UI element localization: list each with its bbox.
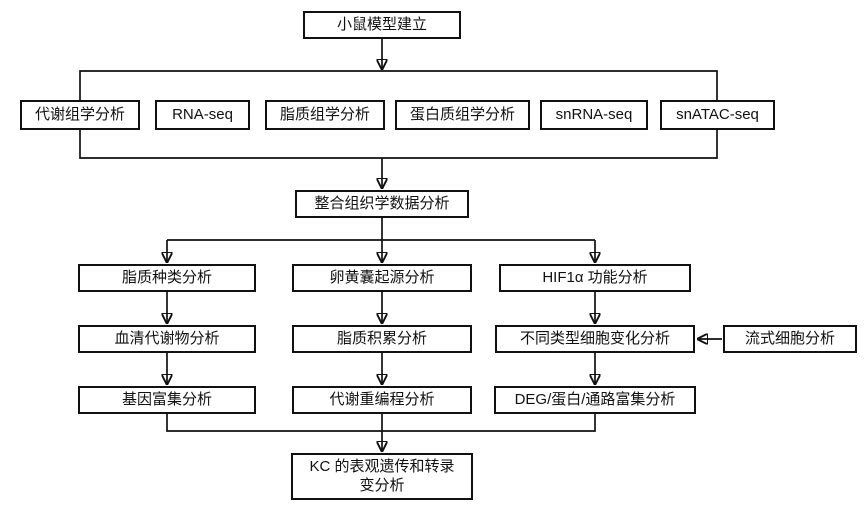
node-gene-enrichment: 基因富集分析 xyxy=(78,386,256,414)
node-mouse-model: 小鼠模型建立 xyxy=(303,11,461,39)
node-metabolomics: 代谢组学分析 xyxy=(20,100,140,130)
node-proteomics: 蛋白质组学分析 xyxy=(395,100,530,130)
node-flow-cytometry: 流式细胞分析 xyxy=(723,325,857,353)
node-rna-seq: RNA-seq xyxy=(155,100,250,130)
node-metabolic-reprogramming: 代谢重编程分析 xyxy=(292,386,472,414)
connector-lines xyxy=(79,70,718,432)
node-lipid-species: 脂质种类分析 xyxy=(78,264,256,292)
node-yolk-sac-origin: 卵黄囊起源分析 xyxy=(292,264,472,292)
node-snrna-seq: snRNA-seq xyxy=(540,100,648,130)
node-snatac-seq: snATAC-seq xyxy=(660,100,775,130)
node-serum-metabolites: 血清代谢物分析 xyxy=(78,325,256,353)
node-lipidomics: 脂质组学分析 xyxy=(265,100,385,130)
node-kc-epigenetic: KC 的表观遗传和转录 变分析 xyxy=(291,453,473,500)
node-deg-enrichment: DEG/蛋白/通路富集分析 xyxy=(494,386,696,414)
node-hif1a-function: HIF1α 功能分析 xyxy=(499,264,691,292)
node-cell-type-changes: 不同类型细胞变化分析 xyxy=(495,325,695,353)
node-lipid-accumulation: 脂质积累分析 xyxy=(292,325,472,353)
node-integration: 整合组织学数据分析 xyxy=(295,190,469,218)
